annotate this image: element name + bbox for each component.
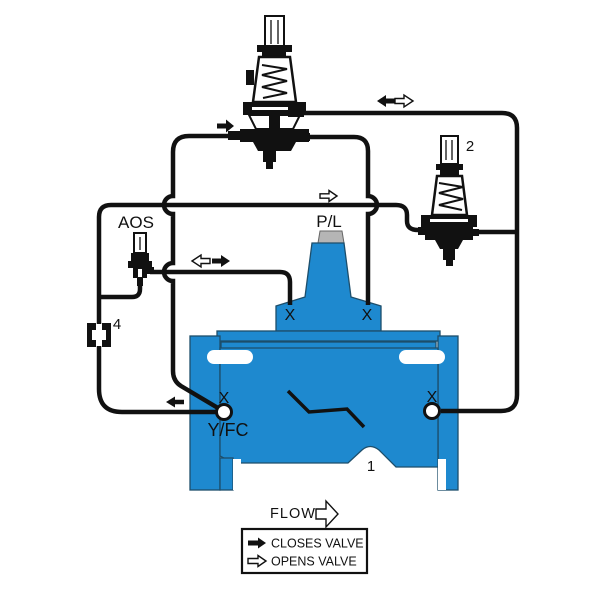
main-valve-number: 1 <box>367 458 375 475</box>
opens-valve-arrow-icon <box>247 554 268 568</box>
control-tubing <box>96 110 520 415</box>
closes-arrow-yfc-icon <box>166 396 184 408</box>
pilot2-flange-slit <box>430 219 468 222</box>
aos-label: AOS <box>118 213 154 232</box>
valve-foot <box>219 457 234 491</box>
pilot2-adjust-screw <box>440 135 459 165</box>
pl-port-cap <box>317 230 345 244</box>
fitting-4-right-half <box>102 323 111 347</box>
main-pilot-valve <box>228 15 310 169</box>
pilot-adjust-screw <box>264 15 285 47</box>
right-flange-slit <box>438 459 446 490</box>
pilot2-outlet-port <box>471 229 479 236</box>
port-x-cover-left: X <box>285 307 296 324</box>
port-x-inlet: X <box>219 390 230 407</box>
yfc-port <box>215 403 233 421</box>
aos-upper-body <box>131 253 149 261</box>
fitting-4-left-half <box>87 323 96 347</box>
legend: CLOSES VALVE OPENS VALVE <box>240 527 369 575</box>
pilot2-bottom-foot <box>446 260 453 266</box>
pilot-2-number: 2 <box>466 138 474 155</box>
pipe-pilot-to-yfc <box>161 133 232 410</box>
pilot-screw-detail <box>270 20 279 44</box>
valve-main-casing <box>219 347 439 468</box>
fitting-4-number: 4 <box>113 316 121 333</box>
direction-arrows <box>166 93 415 408</box>
pilot-bottom-foot <box>266 162 273 169</box>
pipe-right-loop <box>300 110 520 414</box>
pressure-line-label: P/L <box>316 212 342 231</box>
pilot-locknut <box>257 45 292 52</box>
pilot2-spring-coil <box>438 182 464 211</box>
pilot-right-port <box>288 107 304 117</box>
aos-bottom-stem <box>137 277 143 286</box>
pilot2-bottom-stub <box>443 249 455 260</box>
flow-indicator: FLOW <box>270 499 339 529</box>
pilot-stem <box>269 115 280 128</box>
pilot2-inlet-port <box>418 227 426 235</box>
pipe-aos-to-cover <box>150 269 293 305</box>
pilot2-screw-detail <box>445 140 453 160</box>
pilot-side-tab <box>246 70 254 85</box>
pilot2-locknut <box>436 164 463 170</box>
pilot-left-port <box>228 131 241 140</box>
pilot-lower-port <box>297 133 310 141</box>
legend-closes-label: CLOSES VALVE <box>271 537 364 551</box>
pilot2-neck <box>440 170 459 176</box>
aos-valve <box>128 232 154 286</box>
closes-arrow-cover-line-icon <box>212 255 230 267</box>
yfc-label: Y/FC <box>207 420 248 440</box>
legend-box <box>240 527 369 575</box>
diagram-labels: AOS P/L 2 1 4 X X X X Y/FC <box>113 138 474 475</box>
closes-arrow-top-right-icon <box>377 95 395 107</box>
port-x-cover-right: X <box>362 307 373 324</box>
pilot2-body <box>425 227 473 249</box>
left-bolt-slot <box>207 350 253 364</box>
pilot-neck <box>262 52 286 58</box>
legend-opens-label: OPENS VALVE <box>271 555 357 569</box>
fitting-4 <box>87 323 111 347</box>
flow-arrow-icon <box>315 499 339 529</box>
flow-label: FLOW <box>270 506 316 522</box>
outlet-x-port <box>423 402 441 420</box>
aos-outlet-port <box>146 267 154 274</box>
pilot-body <box>240 129 309 151</box>
aos-body-slit <box>138 269 142 277</box>
opens-arrow-cover-line-icon <box>190 253 211 269</box>
opens-arrow-top-right-icon <box>394 93 415 109</box>
port-x-outlet: X <box>427 389 438 406</box>
pipe-aos-drain <box>99 284 143 300</box>
pipe-pilot-to-cover <box>300 134 380 305</box>
pilot-valve-2 <box>418 135 479 266</box>
left-flange-slit <box>233 459 241 490</box>
closes-arrow-pilot-inlet-icon <box>217 119 234 133</box>
closes-valve-arrow-icon <box>248 537 266 549</box>
valve-disc-stem-line <box>286 389 366 429</box>
pipe-left-loop <box>96 202 421 415</box>
right-bolt-slot <box>399 350 445 364</box>
opens-arrow-mid-icon <box>319 189 339 203</box>
pilot-spring-coil <box>261 64 288 99</box>
bonnet-flange-plate <box>216 330 441 342</box>
pilot-bottom-stub <box>263 151 276 162</box>
pilot-flange-slit <box>252 107 297 110</box>
aos-mid-body <box>128 261 152 268</box>
